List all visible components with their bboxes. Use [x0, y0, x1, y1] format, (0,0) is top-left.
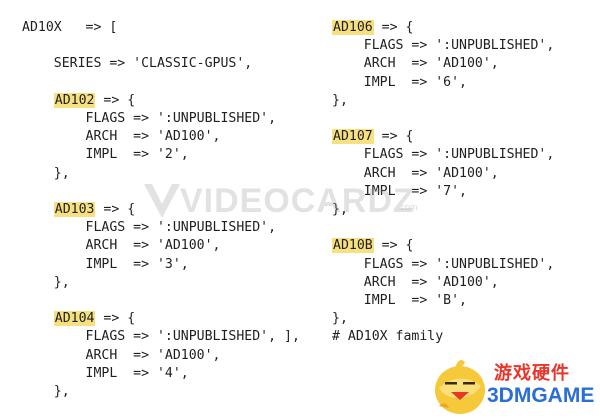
code-line: AD10X => [ [22, 20, 118, 35]
highlighted-chip-name: AD102 [53, 92, 96, 108]
code-line: IMPL => '6', [332, 74, 467, 90]
code-line: FLAGS => ':UNPUBLISHED', [332, 38, 555, 54]
logo-english-text: 3DMGAME [487, 384, 595, 407]
code-line: }, [332, 311, 348, 327]
highlighted-chip-name: AD103 [53, 202, 96, 217]
code-line: ARCH => 'AD100', [332, 165, 499, 181]
code-line: IMPL => '7', [332, 183, 467, 199]
code-line: AD10B => { [332, 238, 414, 254]
code-line: ARCH => 'AD100', [332, 56, 499, 72]
code-line: }, [22, 165, 70, 181]
highlighted-chip-name: AD107 [332, 129, 374, 145]
code-line: AD104 => { [53, 311, 136, 327]
highlighted-chip-name: AD106 [332, 20, 374, 35]
code-line: ARCH => 'AD100', [22, 238, 221, 254]
code-line: ARCH => 'AD100', [22, 129, 221, 145]
code-line: ARCH => 'AD100', [22, 347, 221, 363]
logo-chinese-text: 游戏硬件 [494, 363, 570, 384]
code-line: AD103 => { [53, 202, 136, 217]
code-line: }, [332, 92, 348, 108]
videocardz-logo-icon [144, 184, 180, 218]
code-line: ARCH => 'AD100', [332, 274, 499, 290]
code-line: IMPL => '3', [22, 256, 189, 272]
code-line: IMPL => '2', [22, 147, 189, 163]
code-line: FLAGS => ':UNPUBLISHED', [332, 147, 555, 163]
code-line: AD107 => { [332, 129, 414, 145]
highlighted-chip-name: AD10B [332, 238, 374, 254]
3dmgame-logo: 游戏硬件 3DMGAME [425, 348, 600, 418]
code-line: FLAGS => ':UNPUBLISHED', [22, 111, 277, 126]
code-line: FLAGS => ':UNPUBLISHED', ], [22, 329, 300, 345]
watermark-suffix: .com [398, 202, 418, 212]
highlighted-chip-name: AD104 [53, 311, 96, 327]
code-line: }, [22, 274, 70, 290]
code-line: IMPL => 'B', [332, 293, 467, 308]
code-line: IMPL => '4', [22, 365, 189, 381]
code-line: SERIES => 'CLASSIC-GPUS', [22, 56, 253, 72]
code-line: }, [332, 202, 348, 217]
code-line: # AD10X family [332, 329, 444, 345]
chick-mascot-icon [435, 360, 485, 414]
code-line: AD102 => { [53, 92, 136, 108]
code-line: }, [22, 384, 70, 399]
code-line: FLAGS => ':UNPUBLISHED', [22, 220, 277, 236]
code-line: FLAGS => ':UNPUBLISHED', [332, 256, 555, 272]
code-line: AD106 => { [332, 20, 414, 35]
